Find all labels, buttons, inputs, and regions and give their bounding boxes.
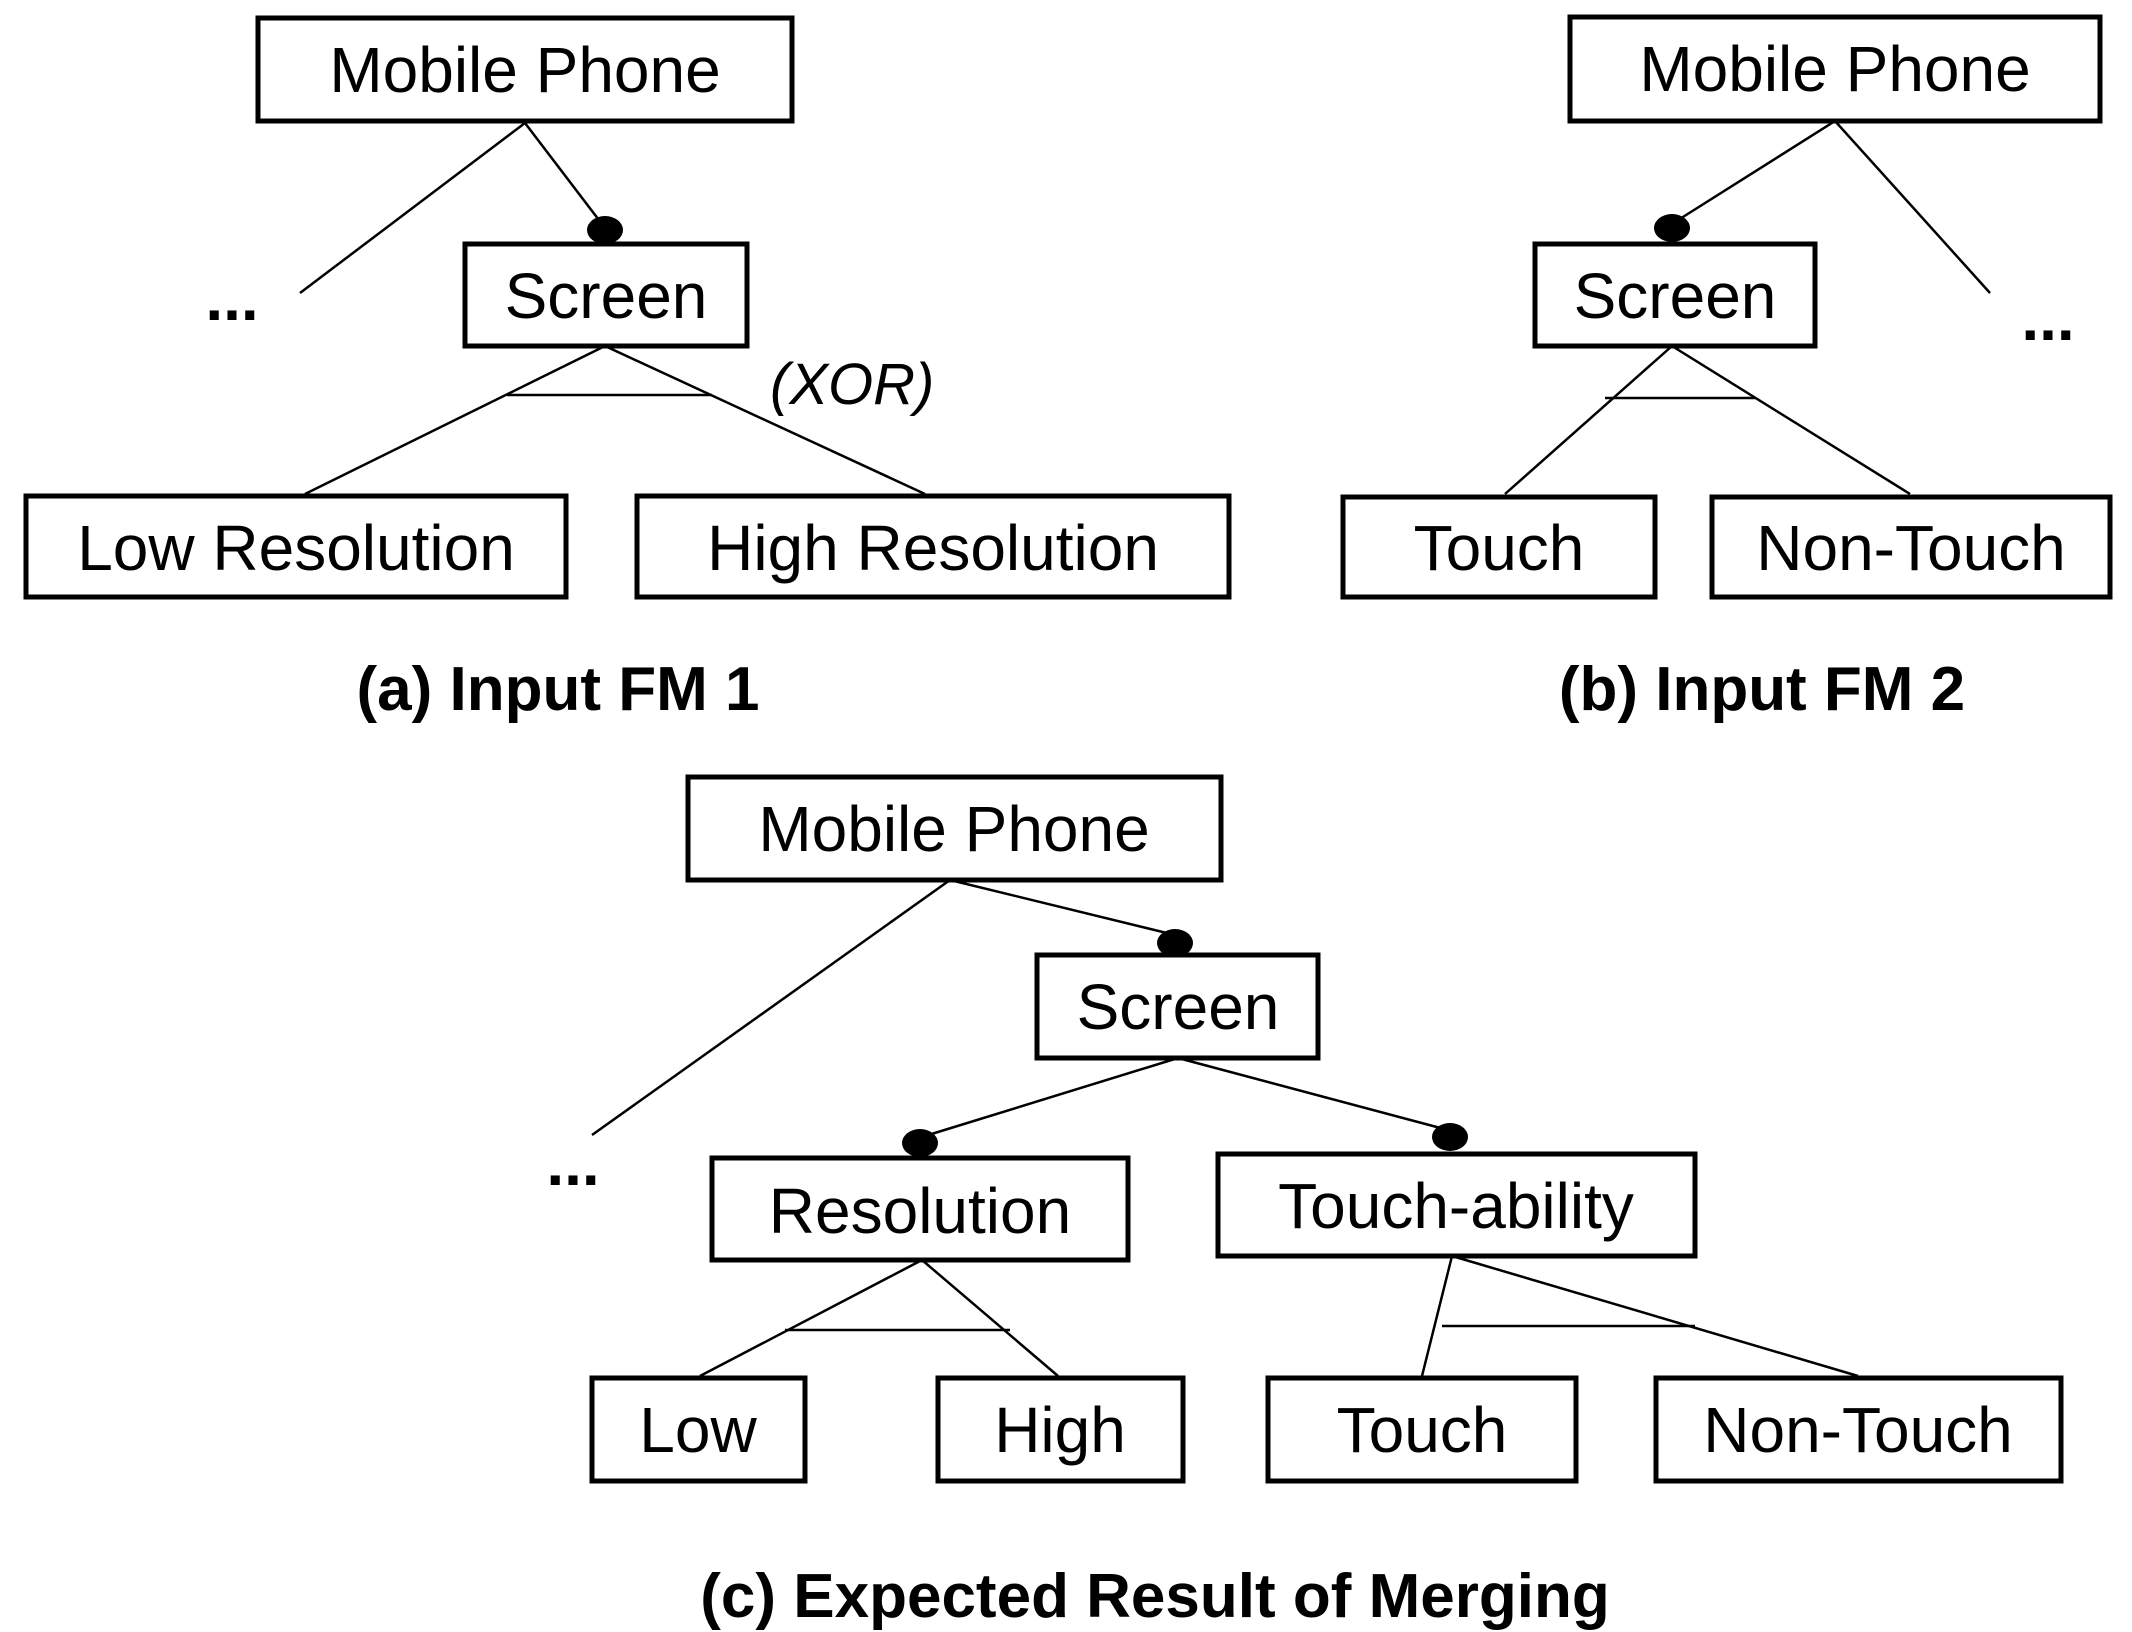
node-label: Touch [1414,512,1585,584]
panel-b: Mobile Phone Screen Touch Non-Touch ... … [1340,14,2113,724]
node-label: Mobile Phone [1639,33,2030,105]
node-label: Mobile Phone [329,34,720,106]
mandatory-marker [1654,214,1690,242]
edge-root-to-screen [1674,119,1836,224]
node-low-resolution [23,493,569,600]
edge-resolution-to-low [699,1258,923,1378]
edge-touch-ability-to-touch [1420,1255,1454,1377]
edge-touch-ability-to-non-touch [1451,1254,1859,1378]
edge-root-to-ellipsis [591,878,951,1137]
ellipsis: ... [2021,282,2074,354]
mandatory-marker [1432,1123,1468,1151]
node-resolution [709,1155,1131,1263]
node-high-resolution [634,493,1232,600]
node-mobile-phone [685,774,1224,883]
node-label: Non-Touch [1703,1394,2013,1466]
edge-root-to-ellipsis [1834,120,1991,294]
node-label: Touch [1337,1394,1508,1466]
node-mobile-phone [1567,14,2103,124]
node-screen [1532,241,1818,349]
node-touch [1340,494,1658,600]
node-high [935,1375,1186,1484]
caption-c: (c) Expected Result of Merging [700,1562,1609,1631]
edge-screen-to-resolution [924,1056,1179,1138]
ellipsis: ... [546,1127,599,1199]
edge-root-to-screen [524,122,606,229]
edge-resolution-to-high [921,1259,1059,1377]
node-label: Low Resolution [77,512,515,584]
node-screen [1034,952,1321,1061]
node-label: High Resolution [707,512,1159,584]
node-label: Resolution [769,1175,1071,1247]
node-label: Touch-ability [1278,1170,1634,1242]
node-touch-ability [1215,1151,1698,1259]
node-non-touch [1653,1375,2064,1484]
edge-screen-to-high-resolution [604,344,926,496]
node-label: Screen [1574,260,1777,332]
mandatory-marker [587,216,623,244]
edge-screen-to-low-resolution [304,344,606,496]
node-label: High [994,1394,1126,1466]
node-touch [1265,1375,1579,1484]
node-label: Mobile Phone [758,793,1149,865]
edge-screen-to-touch [1504,345,1673,495]
node-screen [462,241,750,349]
panel-c: Mobile Phone Screen Resolution Touch-abi… [546,774,2064,1631]
caption-a: (a) Input FM 1 [357,655,760,724]
panel-a: Mobile Phone Screen Low Resolution High … [23,15,1232,724]
node-label: Non-Touch [1756,512,2066,584]
mandatory-marker [1157,929,1193,957]
node-label: Low [639,1394,757,1466]
node-low [589,1375,808,1484]
edge-screen-to-non-touch [1671,344,1911,496]
caption-b: (b) Input FM 2 [1559,655,1965,724]
edge-root-to-screen [949,878,1176,937]
node-label: Screen [505,260,708,332]
ellipsis: ... [205,262,258,334]
edge-root-to-ellipsis [299,122,526,294]
node-label: Screen [1077,971,1280,1043]
node-mobile-phone [255,15,795,124]
xor-annotation: (XOR) [770,352,934,417]
mandatory-marker [902,1129,938,1157]
node-non-touch [1709,494,2113,600]
edge-screen-to-touch-ability [1177,1056,1449,1132]
